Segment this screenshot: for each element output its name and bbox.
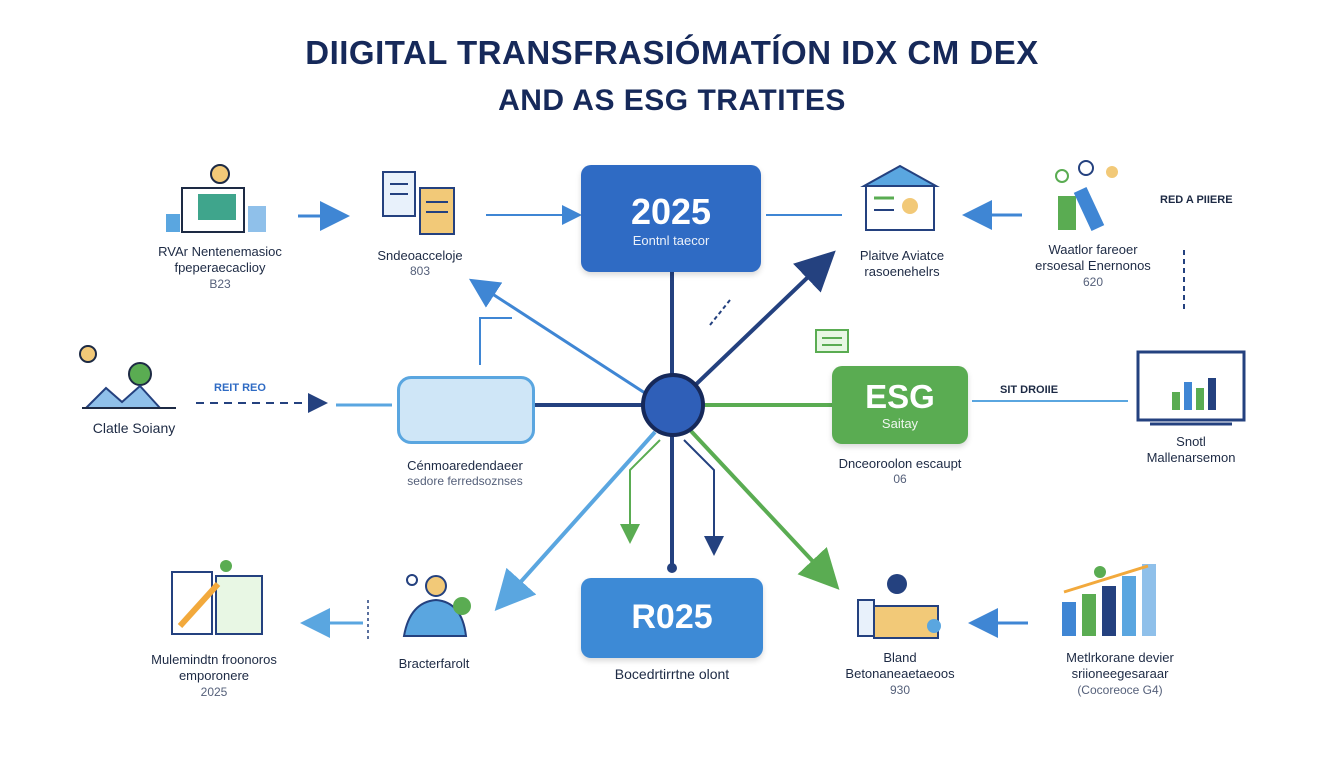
monitor-chart-icon — [1136, 350, 1246, 426]
node-bottom-left-1-line1: Mulemindtn froonoros — [151, 652, 277, 667]
node-bottom-right-2-line1: Metlrkorane devier — [1066, 650, 1174, 665]
node-top-right-1-line2: rasoenehelrs — [864, 264, 940, 280]
tag-mid-right: SIT DROIIE — [1000, 384, 1059, 396]
year-box-top[interactable]: 2025 Eontnl taecor — [581, 165, 761, 272]
node-top-left-2-line1: Sndeoacceloje — [377, 248, 463, 263]
node-top-right-2-line3: 620 — [1082, 274, 1104, 289]
tag-top-right: RED A PIIERE — [1160, 194, 1233, 206]
node-mid-left-label: Clatle Soiany — [92, 420, 176, 436]
year-box-bottom-value: R025 — [631, 598, 713, 636]
node-bottom-left-2: Bracterfarolt — [364, 656, 504, 672]
person-icon — [402, 574, 471, 637]
node-bottom-left-1-line2: emporonere — [178, 668, 250, 684]
building-chart-icon — [166, 164, 266, 233]
node-mid-right-line2: Mallenarsemon — [1146, 450, 1236, 466]
report-pencil-icon — [171, 560, 263, 635]
node-mid-center-left: Cénmoaredendaeer sedore ferredsoznses — [370, 458, 560, 489]
node-top-right-2-line2: ersoesal Enernonos — [1035, 258, 1151, 274]
hub-connectors — [468, 250, 840, 611]
page-title-line2: AND AS ESG TRATITES — [498, 84, 846, 117]
outer-arrows — [196, 200, 1185, 640]
node-bottom-right-1: Bland Betonaneaetaeoos 930 — [820, 650, 980, 698]
node-bottom-left-1-line3: 2025 — [200, 684, 228, 699]
node-mid-right-line1: Snotl — [1176, 434, 1206, 449]
node-top-left-1: RVAr Nentenemasioc fpeperaecaclioy B23 — [120, 244, 320, 292]
tools-icon — [1055, 160, 1118, 231]
node-bottom-right-1-line3: 930 — [889, 682, 911, 697]
node-top-right-2-line1: Waatlor fareoer — [1048, 242, 1138, 257]
node-bottom-left-1: Mulemindtn froonoros emporonere 2025 — [114, 652, 314, 700]
node-top-left-2-line2: 803 — [409, 264, 431, 279]
esg-doc-icon — [815, 329, 849, 353]
central-hub — [641, 373, 705, 437]
node-mid-right: Snotl Mallenarsemon — [1116, 434, 1266, 467]
node-mid-center-left-line2: sedore ferredsoznses — [407, 474, 523, 489]
node-bottom-center: Bocedrtirrtne olont — [574, 666, 770, 684]
node-top-left-1-line3: B23 — [209, 276, 231, 291]
esg-box-sub: Saitay — [881, 416, 919, 431]
node-top-right-1-line1: Plaitve Aviatce — [859, 248, 945, 263]
node-top-left-1-line2: fpeperaecaclioy — [174, 260, 266, 276]
node-bottom-right-1-line2: Betonaneaetaeoos — [845, 666, 955, 682]
year-box-bottom[interactable]: R025 — [581, 578, 763, 658]
year-box-top-sub: Eontnl taecor — [632, 233, 710, 248]
house-dashboard-icon — [860, 164, 940, 231]
esg-box-value: ESG — [865, 378, 935, 415]
node-mid-center-right-line2: 06 — [893, 472, 907, 487]
node-mid-left: Clatle Soiany — [64, 420, 204, 438]
year-box-top-value: 2025 — [630, 191, 712, 232]
node-bottom-center-label: Bocedrtirrtne olont — [614, 666, 730, 682]
chart-card[interactable] — [397, 376, 535, 444]
location-map-icon — [79, 345, 176, 409]
node-top-right-2: Waatlor fareoer ersoesal Enernonos 620 — [1008, 242, 1178, 290]
worker-laptop-icon — [857, 574, 941, 639]
documents-icon — [382, 171, 455, 235]
node-top-left-1-line1: RVAr Nentenemasioc — [158, 244, 282, 259]
esg-box[interactable]: ESG Saitay — [832, 366, 968, 444]
node-mid-center-right-line1: Dnceoroolon escaupt — [838, 456, 962, 471]
node-bottom-right-1-line1: Bland — [883, 650, 917, 665]
tag-mid-left: REIT REO — [214, 382, 266, 394]
node-bottom-right-2: Metlrkorane devier sriioneegesaraar (Coc… — [1020, 650, 1220, 698]
node-bottom-right-2-line3: (Cocoreoce G4) — [1077, 682, 1163, 697]
node-bottom-right-2-line2: sriioneegesaraar — [1071, 666, 1169, 682]
node-bottom-left-2-label: Bracterfarolt — [398, 656, 470, 671]
page-title-line1: DIIGITAL TRANSFRASIÓMATÍON IDX CM DEX — [305, 34, 1039, 71]
node-top-right-1: Plaitve Aviatce rasoenehelrs — [822, 248, 982, 281]
growth-chart-icon — [1062, 564, 1156, 636]
node-top-left-2: Sndeoacceloje 803 — [340, 248, 500, 279]
node-mid-center-left-line1: Cénmoaredendaeer — [407, 458, 523, 473]
node-mid-center-right: Dnceoroolon escaupt 06 — [800, 456, 1000, 487]
